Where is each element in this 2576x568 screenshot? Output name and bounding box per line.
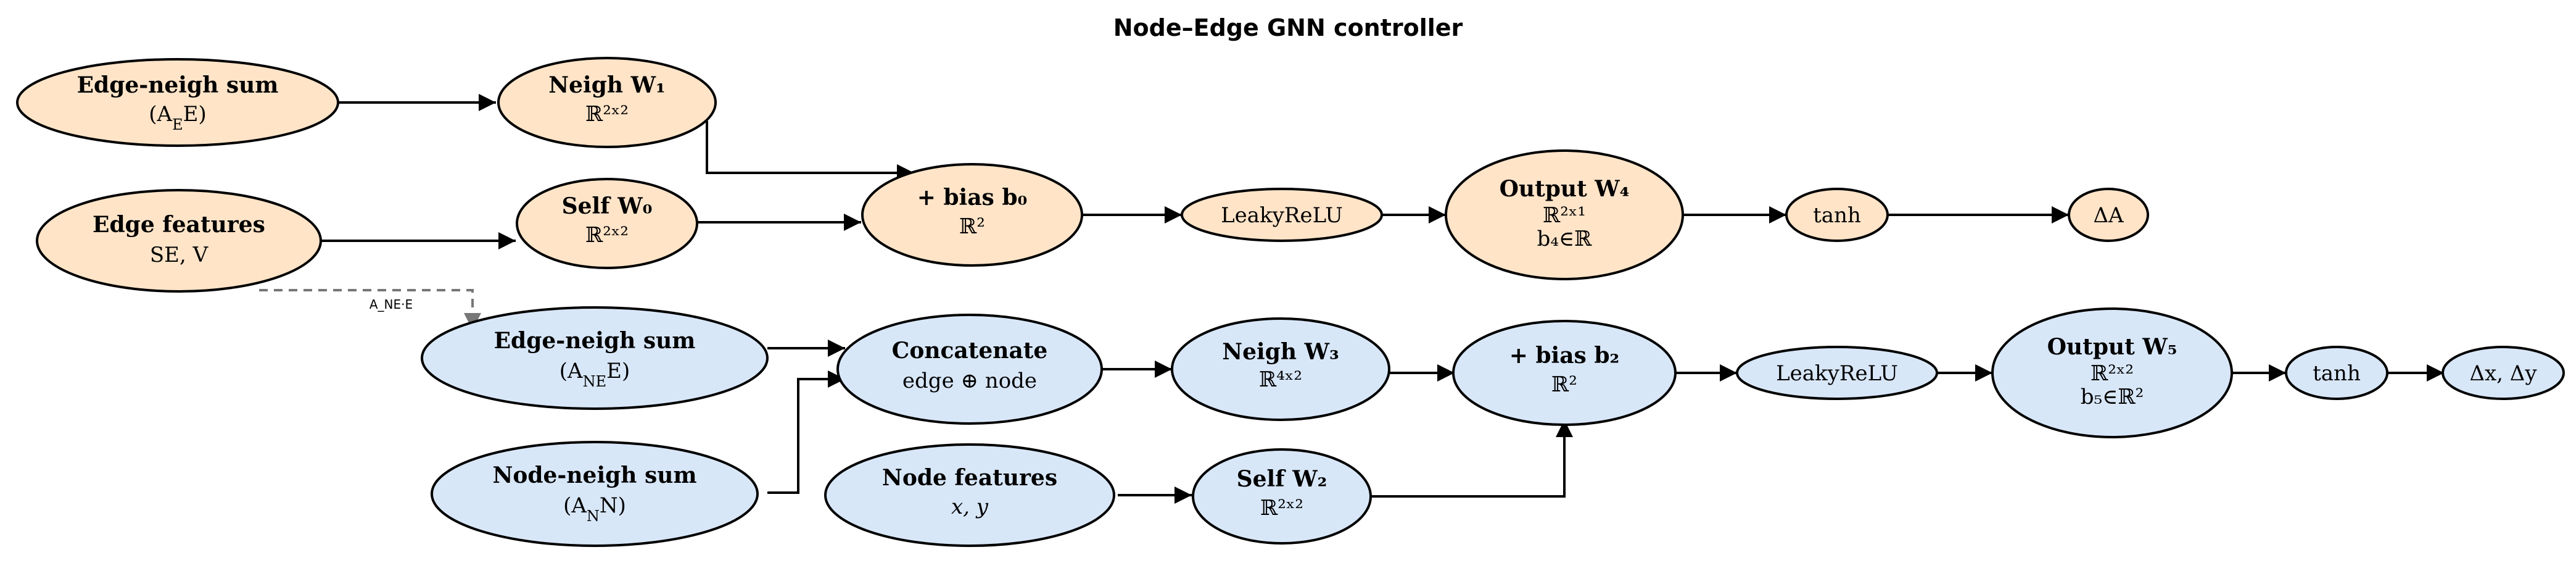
node-delta-a: ΔA [2068, 188, 2149, 242]
node-tanh-bottom: tanh [2285, 346, 2388, 400]
svg-text:SE, V: SE, V [150, 243, 209, 267]
node-edge-features: Edge features SE, V [36, 189, 322, 293]
svg-text:ℝ²: ℝ² [1551, 372, 1577, 397]
node-output-w5: Output W₅ ℝ²ˣ² b₅∈ℝ² [1991, 307, 2233, 438]
svg-text:Node features: Node features [882, 465, 1057, 491]
svg-text:LeakyReLU: LeakyReLU [1221, 203, 1343, 228]
node-concatenate: Concatenate edge ⊕ node [836, 314, 1103, 425]
dashed-edge-features-to-bottom [259, 289, 481, 330]
node-bias-b2: + bias b₂ ℝ² [1452, 320, 1677, 426]
node-self-w0: Self W₀ ℝ²ˣ² [516, 178, 698, 269]
node-delta-xy: Δx, Δy [2442, 346, 2565, 400]
node-output-w4: Output W₄ ℝ²ˣ¹ b₄∈ℝ [1445, 149, 1684, 280]
node-leakyrelu-top: LeakyReLU [1181, 188, 1383, 242]
svg-text:ℝ²ˣ²: ℝ²ˣ² [585, 102, 629, 127]
node-edge-neigh-sum-top: Edge-neigh sum (AEE) [16, 58, 339, 147]
node-self-w2: Self W₂ ℝ²ˣ² [1192, 448, 1372, 545]
edges: A_NE·E [259, 94, 2444, 504]
svg-text:+ bias b₂: + bias b₂ [1509, 343, 1620, 369]
svg-text:Concatenate: Concatenate [892, 338, 1048, 364]
svg-text:Neigh W₃: Neigh W₃ [1222, 339, 1339, 365]
svg-text:Self W₀: Self W₀ [562, 193, 653, 219]
svg-text:LeakyReLU: LeakyReLU [1776, 361, 1898, 386]
svg-text:(ANN): (ANN) [563, 493, 626, 525]
svg-text:ℝ²ˣ¹: ℝ²ˣ¹ [1543, 203, 1586, 228]
svg-text:ℝ²ˣ²: ℝ²ˣ² [1260, 496, 1303, 520]
diagram-title: Node–Edge GNN controller [1113, 14, 1463, 41]
svg-text:b₅∈ℝ²: b₅∈ℝ² [2081, 385, 2144, 409]
svg-text:tanh: tanh [2313, 361, 2361, 386]
svg-text:edge ⊕ node: edge ⊕ node [902, 369, 1037, 393]
svg-text:Neigh W₁: Neigh W₁ [548, 72, 666, 98]
node-neigh-w1: Neigh W₁ ℝ²ˣ² [497, 57, 717, 148]
svg-text:ΔA: ΔA [2093, 203, 2124, 228]
svg-text:Edge-neigh sum: Edge-neigh sum [77, 72, 279, 98]
node-edge-neigh-sum-bottom: Edge-neigh sum (ANEE) [421, 306, 769, 410]
edge-w1-to-bias0 [706, 121, 914, 182]
svg-text:b₄∈ℝ: b₄∈ℝ [1537, 227, 1593, 251]
svg-text:Edge features: Edge features [93, 212, 265, 238]
svg-text:Self W₂: Self W₂ [1237, 466, 1327, 492]
edge-w2-to-bias2 [1371, 420, 1573, 498]
node-leakyrelu-bottom: LeakyReLU [1736, 346, 1938, 400]
svg-text:ℝ²ˣ²: ℝ²ˣ² [2091, 361, 2134, 386]
svg-text:Δx, Δy: Δx, Δy [2469, 361, 2537, 386]
svg-text:x, y: x, y [951, 495, 989, 519]
node-tanh-top: tanh [1785, 188, 1889, 242]
svg-text:Node-neigh sum: Node-neigh sum [492, 462, 696, 488]
node-node-neigh-sum: Node-neigh sum (ANN) [431, 441, 759, 547]
svg-text:(ANEE): (ANEE) [559, 359, 630, 390]
svg-text:+ bias b₀: + bias b₀ [917, 185, 1028, 211]
svg-text:ℝ²ˣ²: ℝ²ˣ² [585, 223, 629, 248]
edge-nodeneigh-to-concat [767, 370, 845, 494]
svg-text:ℝ⁴ˣ²: ℝ⁴ˣ² [1259, 367, 1302, 392]
svg-text:(AEE): (AEE) [149, 102, 206, 133]
node-bias-b0: + bias b₀ ℝ² [861, 163, 1083, 267]
svg-text:Output W₄: Output W₄ [1500, 176, 1630, 202]
dashed-link-label: A_NE·E [369, 297, 413, 312]
node-node-features: Node features x, y [824, 443, 1115, 547]
node-neigh-w3: Neigh W₃ ℝ⁴ˣ² [1171, 317, 1390, 421]
svg-text:tanh: tanh [1813, 203, 1861, 228]
svg-text:Edge-neigh sum: Edge-neigh sum [494, 328, 696, 354]
svg-text:Output W₅: Output W₅ [2047, 334, 2178, 360]
svg-text:ℝ²: ℝ² [959, 214, 985, 239]
